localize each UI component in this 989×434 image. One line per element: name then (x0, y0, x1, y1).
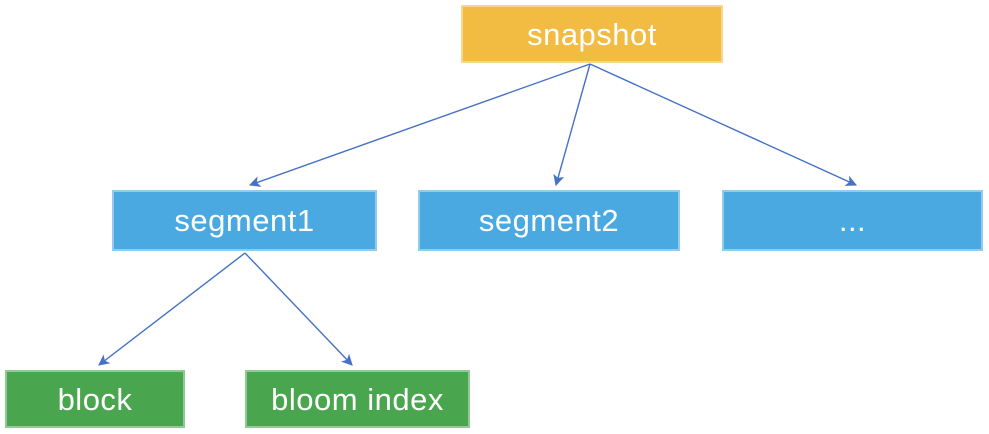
edge-snapshot-segment1 (248, 63, 591, 187)
node-snapshot-label: snapshot (527, 16, 657, 52)
node-bloom-index: bloom index (245, 370, 470, 428)
node-segment2: segment2 (418, 190, 680, 251)
node-bloom-index-label: bloom index (271, 381, 444, 417)
node-more: ... (722, 190, 983, 251)
node-segment1: segment1 (112, 190, 377, 251)
node-block-label: block (57, 381, 133, 417)
edge-snapshot-more (589, 63, 858, 186)
node-segment2-label: segment2 (478, 203, 620, 238)
node-segment1-label: segment1 (174, 203, 315, 238)
node-snapshot: snapshot (461, 5, 723, 63)
edge-snapshot-segment2 (553, 63, 591, 187)
node-more-label: ... (838, 203, 867, 238)
edge-segment1-bloom-index (244, 252, 353, 366)
node-block: block (5, 370, 185, 428)
edge-segment1-block (98, 252, 246, 366)
